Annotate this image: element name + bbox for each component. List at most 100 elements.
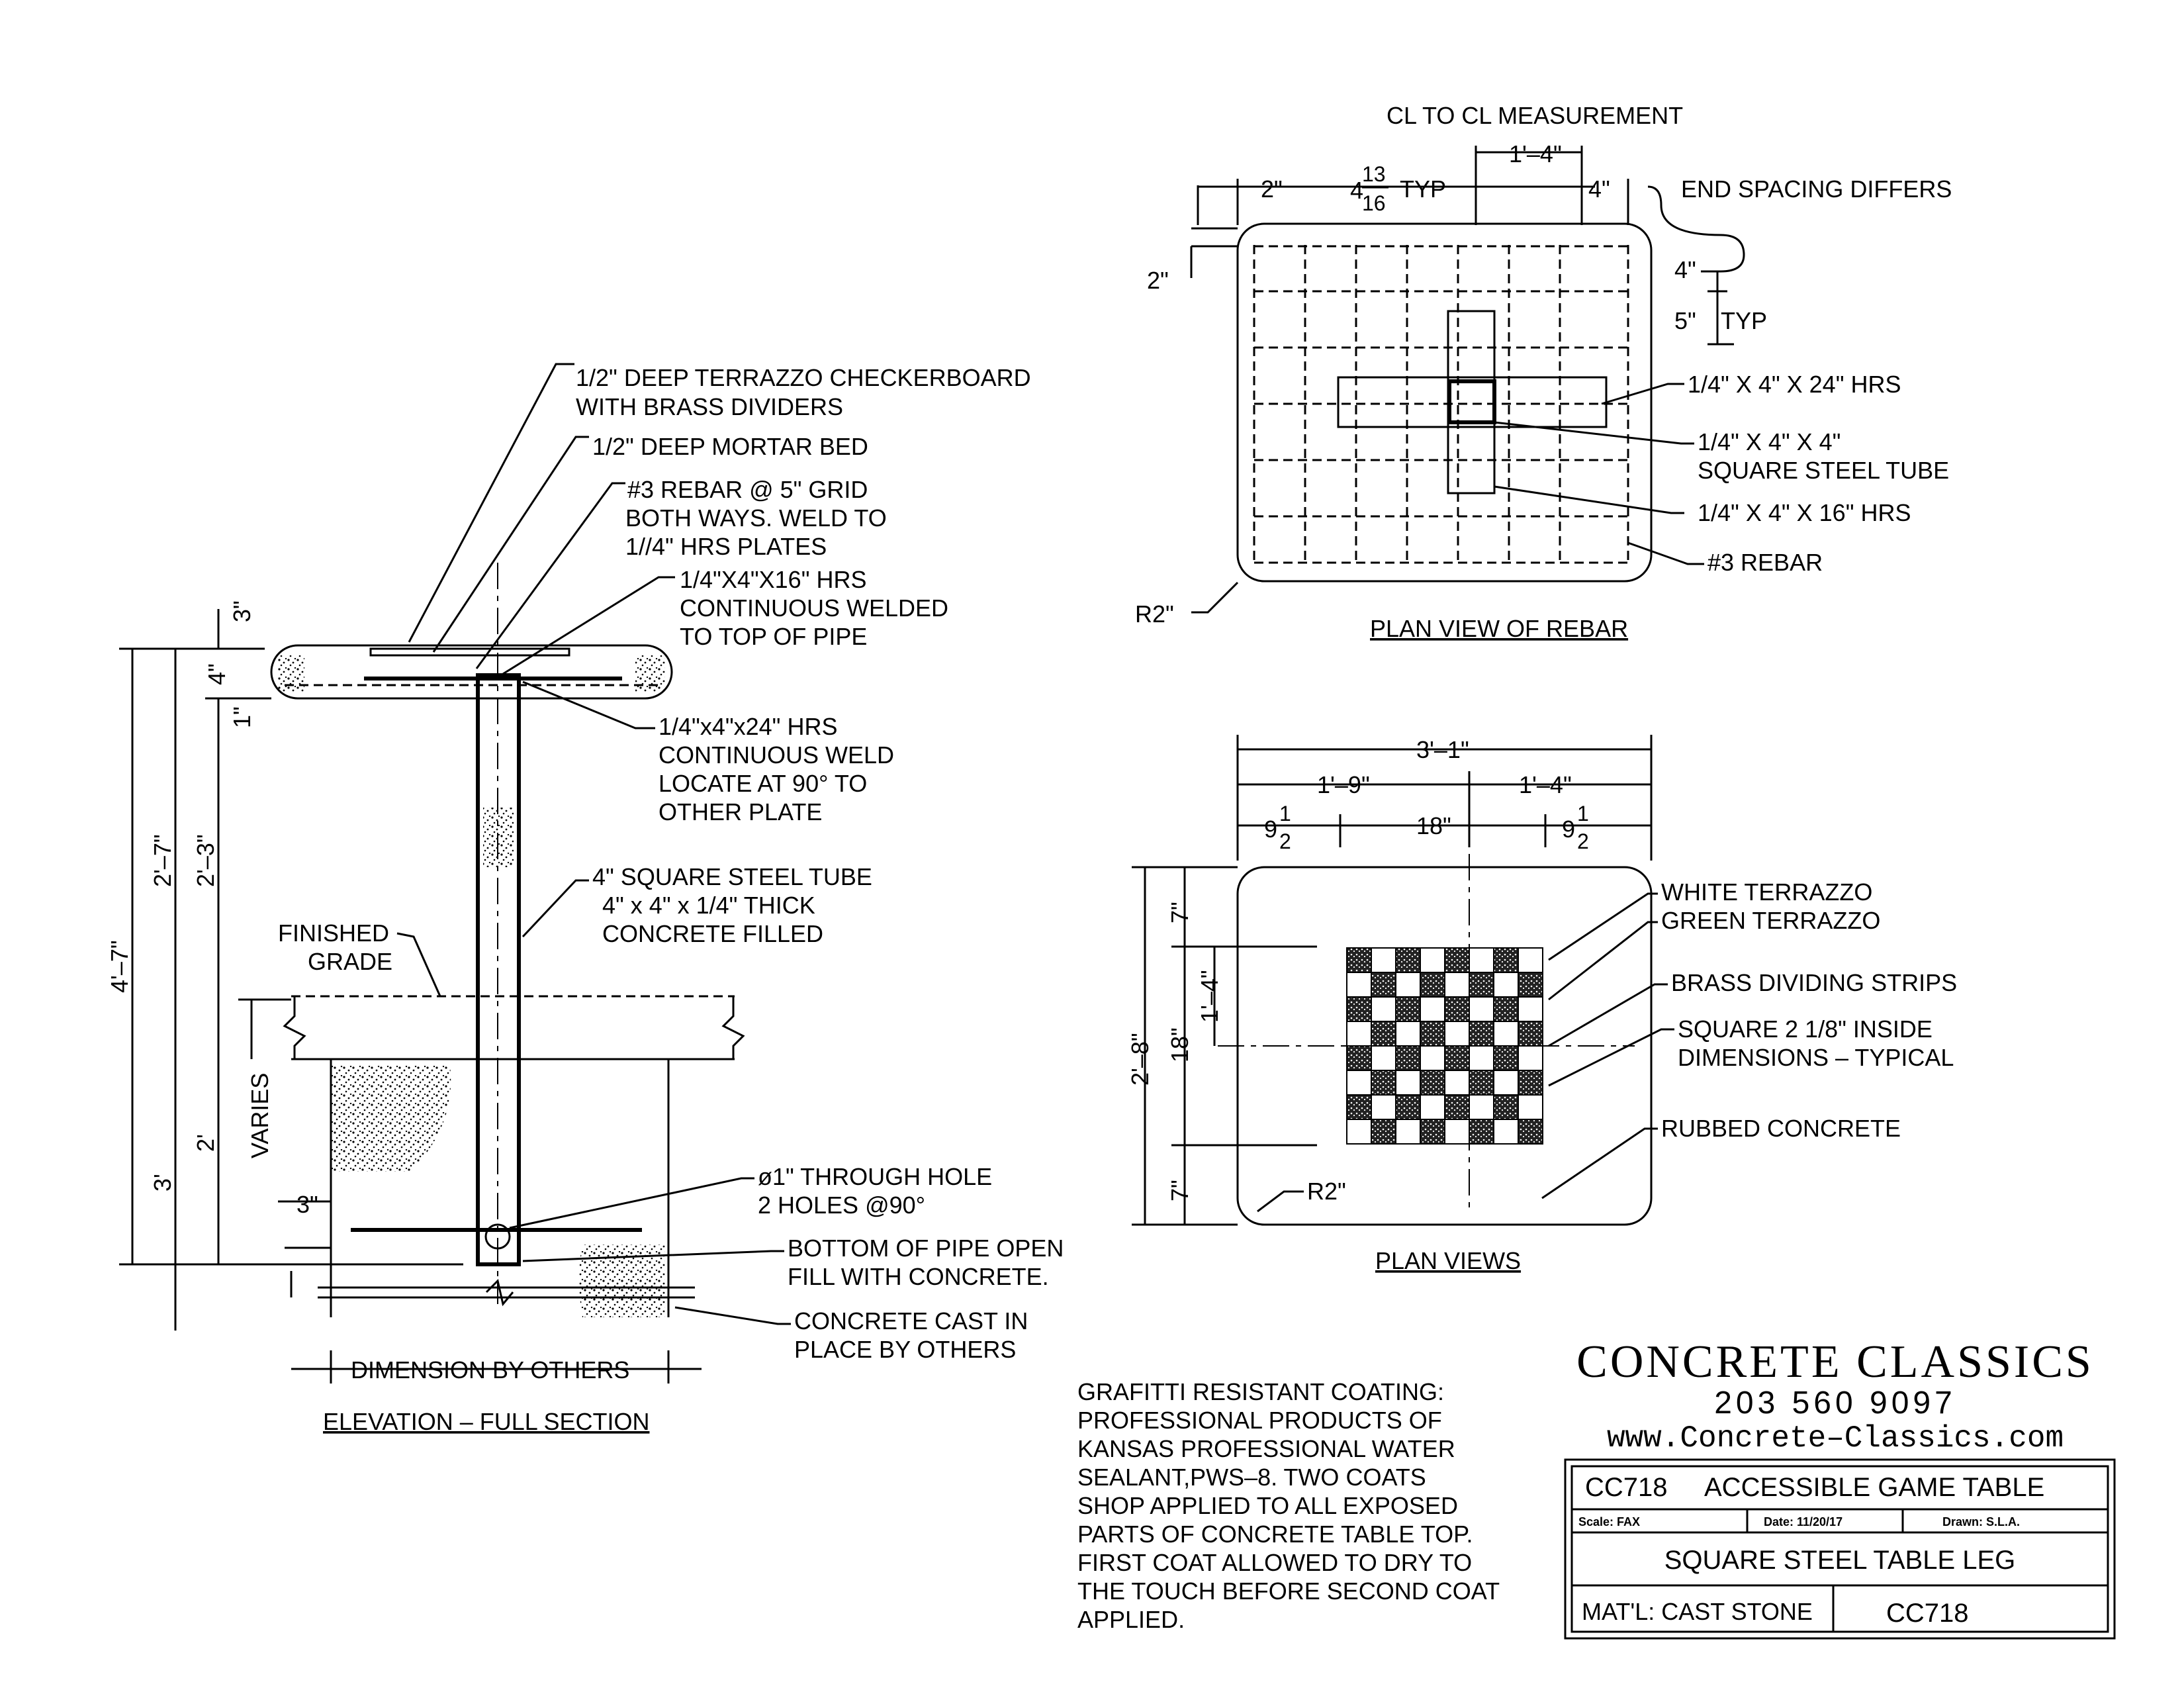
white-terrazzo-square <box>1518 1045 1543 1071</box>
white-terrazzo-square <box>1346 1119 1372 1145</box>
note-rebar-2: BOTH WAYS. WELD TO <box>625 504 887 532</box>
plan-dim-3-1-text: 3'–1" <box>1416 736 1469 763</box>
plan-r2-text: R2" <box>1307 1178 1346 1205</box>
white-terrazzo-square <box>1346 1070 1372 1096</box>
slab-stipple-right <box>635 655 665 692</box>
dim-3-text: 3" <box>228 600 255 622</box>
dim-varies-text: VARIES <box>246 1073 273 1158</box>
green-terrazzo-square <box>1395 996 1421 1022</box>
note-hrs16-3: TO TOP OF PIPE <box>680 623 867 650</box>
white-terrazzo-square <box>1395 1021 1421 1047</box>
coating-note: GRAFITTI RESISTANT COATING:PROFESSIONAL … <box>1077 1378 1500 1633</box>
company-name: CONCRETE CLASSICS <box>1576 1336 2094 1387</box>
note-green: GREEN TERRAZZO <box>1661 907 1880 934</box>
plan-dim-9-right-num: 1 <box>1577 802 1589 825</box>
plan-dim-9-left-den: 2 <box>1279 829 1291 853</box>
note-mortar: 1/2" DEEP MORTAR BED <box>592 433 868 460</box>
green-terrazzo-square <box>1518 1021 1543 1047</box>
plan-dim-9-left: 9 <box>1264 816 1277 843</box>
green-terrazzo-square <box>1420 1119 1445 1145</box>
leader-r2-plan <box>1257 1190 1304 1213</box>
checkerboard <box>1346 947 1543 1145</box>
note-cast-2: PLACE BY OTHERS <box>794 1336 1016 1363</box>
white-terrazzo-square <box>1395 1070 1421 1096</box>
leader-square <box>1548 1028 1674 1087</box>
white-terrazzo-square <box>1493 972 1519 998</box>
plan-dim-18v-text: 18" <box>1166 1027 1193 1062</box>
note-tube-square-2: SQUARE STEEL TUBE <box>1698 457 1949 484</box>
break-right <box>721 996 745 1059</box>
title-drawn: Drawn: S.L.A. <box>1942 1515 2020 1528</box>
green-terrazzo-square <box>1346 1045 1372 1071</box>
green-terrazzo-square <box>1395 1045 1421 1071</box>
leader-tube-square <box>1494 421 1694 445</box>
note-rebar-3: 1//4" HRS PLATES <box>625 533 827 560</box>
company-phone: 203 560 9097 <box>1714 1385 1956 1421</box>
plan-dim-18-text: 18" <box>1416 812 1451 839</box>
rebar-plan-outline <box>1236 222 1653 583</box>
note-grade-2: GRADE <box>308 948 392 975</box>
note-rebar-plan: #3 REBAR <box>1707 549 1823 576</box>
dim-5-text: 5" <box>1674 307 1696 334</box>
white-terrazzo-square <box>1420 1094 1445 1120</box>
rebar-plan-title: PLAN VIEW OF REBAR <box>1370 615 1628 642</box>
elevation-title: ELEVATION – FULL SECTION <box>323 1408 649 1435</box>
green-terrazzo-square <box>1444 947 1470 973</box>
coating-line: KANSAS PROFESSIONAL WATER <box>1077 1435 1455 1462</box>
white-terrazzo-square <box>1469 947 1494 973</box>
note-hrs24-1: 1/4"x4"x24" HRS <box>659 713 837 740</box>
company-website: www.Concrete–Classics.com <box>1607 1421 2064 1456</box>
note-pipe-1: BOTTOM OF PIPE OPEN <box>788 1235 1064 1262</box>
footing-stipple-bottom <box>579 1244 665 1317</box>
note-grade-1: FINISHED <box>278 919 389 947</box>
dim-typ2-text: TYP <box>1721 307 1767 334</box>
white-terrazzo-square <box>1493 1070 1519 1096</box>
dim-3ft-text: 3' <box>149 1174 176 1192</box>
base-break <box>485 1279 514 1307</box>
leader-tube <box>522 879 589 938</box>
title-block-outer <box>1564 1458 2116 1640</box>
dim-1-4-text: 1'–4" <box>1509 140 1562 167</box>
rebar-plan-view: CL TO CL MEASUREMENT 1'–4" 2" 4 13 16 TY… <box>1135 102 1952 642</box>
plan-dim-9-right-den: 2 <box>1577 829 1589 853</box>
white-terrazzo-square <box>1518 1094 1543 1120</box>
white-terrazzo-square <box>1371 1045 1396 1071</box>
green-terrazzo-square <box>1346 947 1372 973</box>
green-terrazzo-square <box>1493 947 1519 973</box>
note-terrazzo-1: 1/2" DEEP TERRAZZO CHECKERBOARD <box>576 364 1031 391</box>
dim-1-text: 1" <box>228 706 255 728</box>
note-hrs24-4: OTHER PLATE <box>659 798 822 825</box>
green-terrazzo-square <box>1395 947 1421 973</box>
white-terrazzo-square <box>1371 947 1396 973</box>
plan-dim-1-4v-text: 1'–4" <box>1196 970 1223 1023</box>
through-hole-icon <box>484 1223 511 1250</box>
coating-line: PROFESSIONAL PRODUCTS OF <box>1077 1407 1442 1434</box>
note-hole-2: 2 HOLES @90° <box>758 1192 925 1219</box>
note-hrs16-1: 1/4"X4"X16" HRS <box>680 566 866 593</box>
green-terrazzo-square <box>1420 972 1445 998</box>
dim-3in-text: 3" <box>296 1191 318 1218</box>
green-terrazzo-square <box>1518 1119 1543 1145</box>
note-rubbed: RUBBED CONCRETE <box>1661 1115 1901 1142</box>
green-terrazzo-square <box>1371 1119 1396 1145</box>
plan-dim-2-8-text: 2'–8" <box>1126 1033 1154 1086</box>
note-rebar-1: #3 REBAR @ 5" GRID <box>627 476 868 503</box>
terrazzo-layer <box>369 647 570 657</box>
tube-square-outline <box>1447 379 1496 424</box>
white-terrazzo-square <box>1444 1021 1470 1047</box>
white-terrazzo-square <box>1444 972 1470 998</box>
green-terrazzo-square <box>1444 1094 1470 1120</box>
green-terrazzo-square <box>1469 972 1494 998</box>
green-terrazzo-square <box>1420 1070 1445 1096</box>
note-tube-1: 4" SQUARE STEEL TUBE <box>592 863 872 890</box>
title-block: CC718 ACCESSIBLE GAME TABLE Scale: FAX D… <box>1564 1458 2116 1640</box>
note-hrs16-2: CONTINUOUS WELDED <box>680 594 948 622</box>
note-pipe-2: FILL WITH CONCRETE. <box>788 1263 1049 1290</box>
green-terrazzo-square <box>1469 1070 1494 1096</box>
leader-r2-rebar <box>1191 581 1239 614</box>
white-terrazzo-square <box>1469 996 1494 1022</box>
green-terrazzo-square <box>1493 1045 1519 1071</box>
leader-terrazzo <box>408 363 574 643</box>
